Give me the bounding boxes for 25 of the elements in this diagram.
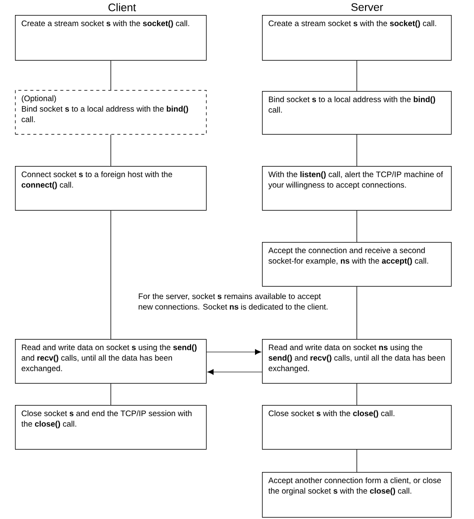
step-box: Create a stream socket s with the socket() call.	[15, 15, 207, 61]
connector	[110, 383, 112, 406]
step-box: Close socket s with the close() call.	[262, 405, 452, 450]
connector	[356, 286, 358, 340]
note-text: For the server, socket s remains available to accept new connections. Socket ns is dedicated to the client.	[138, 293, 328, 310]
step-box: Bind socket s to a local address with the bind() call.	[262, 91, 452, 135]
step-box: Create a stream socket s with the socket() call.	[262, 15, 452, 61]
connector	[356, 60, 358, 92]
connector	[356, 449, 358, 472]
connector	[356, 383, 358, 406]
step-box: Read and write data on socket ns using the send() and recv() calls, until all the data has been exchanged.	[262, 339, 452, 384]
step-box: Read and write data on socket s using the send() and recv() calls, until all the data has been exchanged.	[15, 339, 207, 384]
connector	[110, 134, 112, 166]
connector	[110, 210, 112, 340]
step-box: Connect socket s to a foreign host with the connect() call.	[15, 166, 207, 211]
step-box: Accept the connection and receive a second socket-for example, ns with the accept() call.	[262, 242, 452, 287]
connector	[356, 210, 358, 242]
connector	[110, 60, 112, 90]
step-box: With the listen() call, alert the TCP/IP machine of your willingness to accept connections.	[262, 166, 452, 211]
step-box: (Optional) Bind socket s to a local address with the bind() call.	[15, 90, 207, 135]
connector	[356, 134, 358, 166]
step-box: Accept another connection form a client, or close the orginal socket s with the close() call.	[262, 472, 452, 518]
connector	[207, 369, 262, 375]
connector	[206, 349, 262, 355]
step-box: Close socket s and end the TCP/IP session with the close() call.	[15, 405, 207, 450]
